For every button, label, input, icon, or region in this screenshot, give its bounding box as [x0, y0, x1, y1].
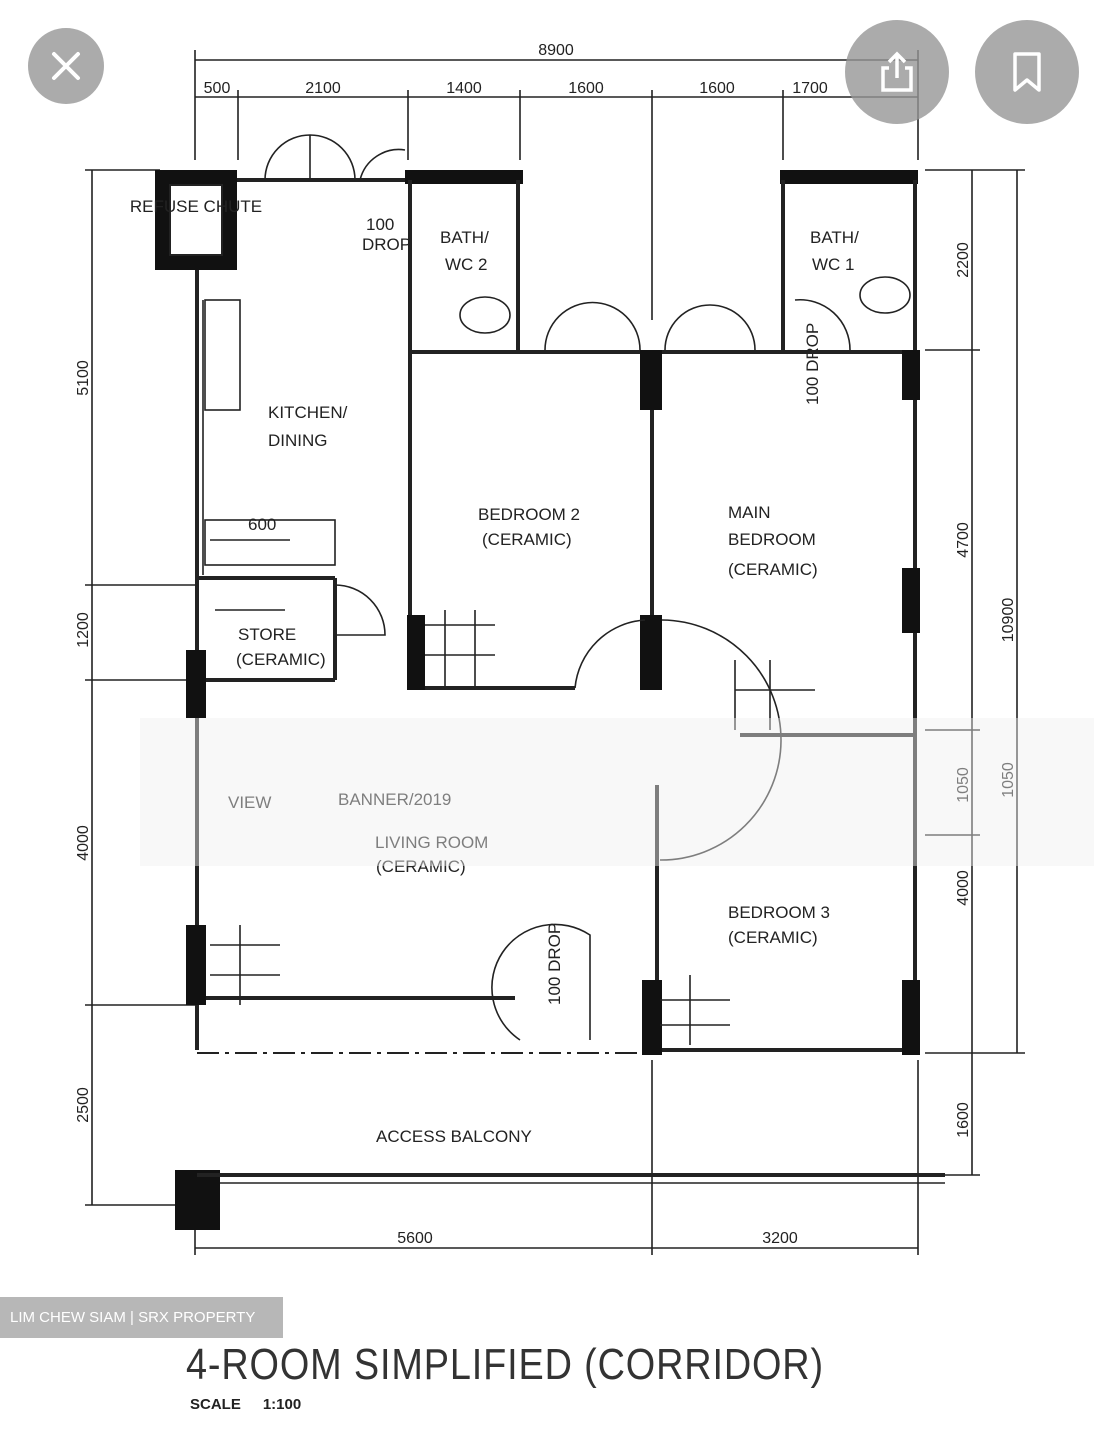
- kitchen-label: KITCHEN/: [268, 403, 348, 422]
- photo-credit-watermark: LIM CHEW SIAM | SRX PROPERTY: [0, 1297, 283, 1338]
- walls: [155, 134, 945, 1230]
- living-watermark: BANNER/2019: [338, 790, 451, 809]
- share-upload-icon: [881, 51, 913, 92]
- store-label: STORE: [238, 625, 296, 644]
- refuse-chute-label: REFUSE CHUTE: [130, 197, 262, 216]
- main-bedroom-label-2: BEDROOM: [728, 530, 816, 549]
- left-dimensions: 5100 1200 4000 2500: [75, 169, 195, 1206]
- dim-bottom-2: 3200: [762, 1230, 798, 1247]
- bookmark-icon: [1013, 52, 1041, 92]
- dim-right-4: 4000: [955, 870, 972, 906]
- dim-top-4: 1600: [568, 80, 604, 97]
- scale-label: SCALE: [190, 1396, 241, 1413]
- dim-top-5: 1600: [699, 80, 735, 97]
- dim-right-2: 4700: [955, 522, 972, 558]
- top-dimensions: 8900 500 2100 1400 1600 1600 1700: [194, 42, 919, 320]
- drop-label-1: 100: [366, 215, 394, 234]
- dim-top-6: 1700: [792, 80, 828, 97]
- main-bedroom-floor: (CERAMIC): [728, 560, 818, 579]
- wc2-label: WC 2: [445, 255, 488, 274]
- bath2-label: BATH/: [440, 228, 489, 247]
- store-floor: (CERAMIC): [236, 650, 326, 669]
- bedroom2-floor: (CERAMIC): [482, 530, 572, 549]
- bottom-dimensions: 5600 3200: [194, 1060, 919, 1255]
- living-prefix: VIEW: [228, 793, 271, 812]
- dim-top-1: 500: [204, 80, 231, 97]
- bedroom3-label: BEDROOM 3: [728, 903, 830, 922]
- dim-right-3: 1050: [955, 767, 972, 803]
- drop-label-3: 100 DROP: [545, 923, 564, 1005]
- room-labels: REFUSE CHUTE KITCHEN/ DINING 100 DROP BA…: [130, 197, 859, 1146]
- shelf-dim: 600: [248, 515, 276, 534]
- dim-left-1: 5100: [75, 360, 92, 396]
- dim-total-width: 8900: [538, 42, 574, 59]
- watermark-band: [140, 718, 1094, 866]
- drop-label-1b: DROP: [362, 235, 411, 254]
- bath1-label: BATH/: [810, 228, 859, 247]
- dim-right-total: 10900: [1000, 598, 1017, 643]
- share-button[interactable]: [845, 20, 949, 124]
- bookmark-button[interactable]: [975, 20, 1079, 124]
- dim-top-2: 2100: [305, 80, 341, 97]
- dim-bottom-1: 5600: [397, 1230, 433, 1247]
- dim-top-3: 1400: [446, 80, 482, 97]
- right-dimensions: 2200 4700 1050 4000 1600 10900 1050: [925, 169, 1025, 1176]
- living-room-label: LIVING ROOM: [375, 833, 488, 852]
- living-room-floor: (CERAMIC): [376, 857, 466, 876]
- close-x-icon: [52, 52, 80, 80]
- drop-label-2: 100 DROP: [803, 323, 822, 405]
- dim-left-4: 2500: [75, 1087, 92, 1123]
- bedroom3-floor: (CERAMIC): [728, 928, 818, 947]
- dining-label: DINING: [268, 431, 328, 450]
- scale-value: 1:100: [262, 1396, 302, 1413]
- dim-right-1: 2200: [955, 242, 972, 278]
- wc1-label: WC 1: [812, 255, 855, 274]
- dim-right-5: 1600: [955, 1102, 972, 1138]
- access-balcony-label: ACCESS BALCONY: [376, 1127, 532, 1146]
- bedroom2-label: BEDROOM 2: [478, 505, 580, 524]
- plan-title: 4-ROOM SIMPLIFIED (CORRIDOR): [186, 1340, 824, 1389]
- main-bedroom-label-1: MAIN: [728, 503, 771, 522]
- dim-right-outer-small: 1050: [1000, 762, 1017, 798]
- close-button[interactable]: [28, 28, 104, 104]
- dim-left-2: 1200: [75, 612, 92, 648]
- dim-left-3: 4000: [75, 825, 92, 861]
- plan-scale: SCALE 1:100: [190, 1396, 301, 1413]
